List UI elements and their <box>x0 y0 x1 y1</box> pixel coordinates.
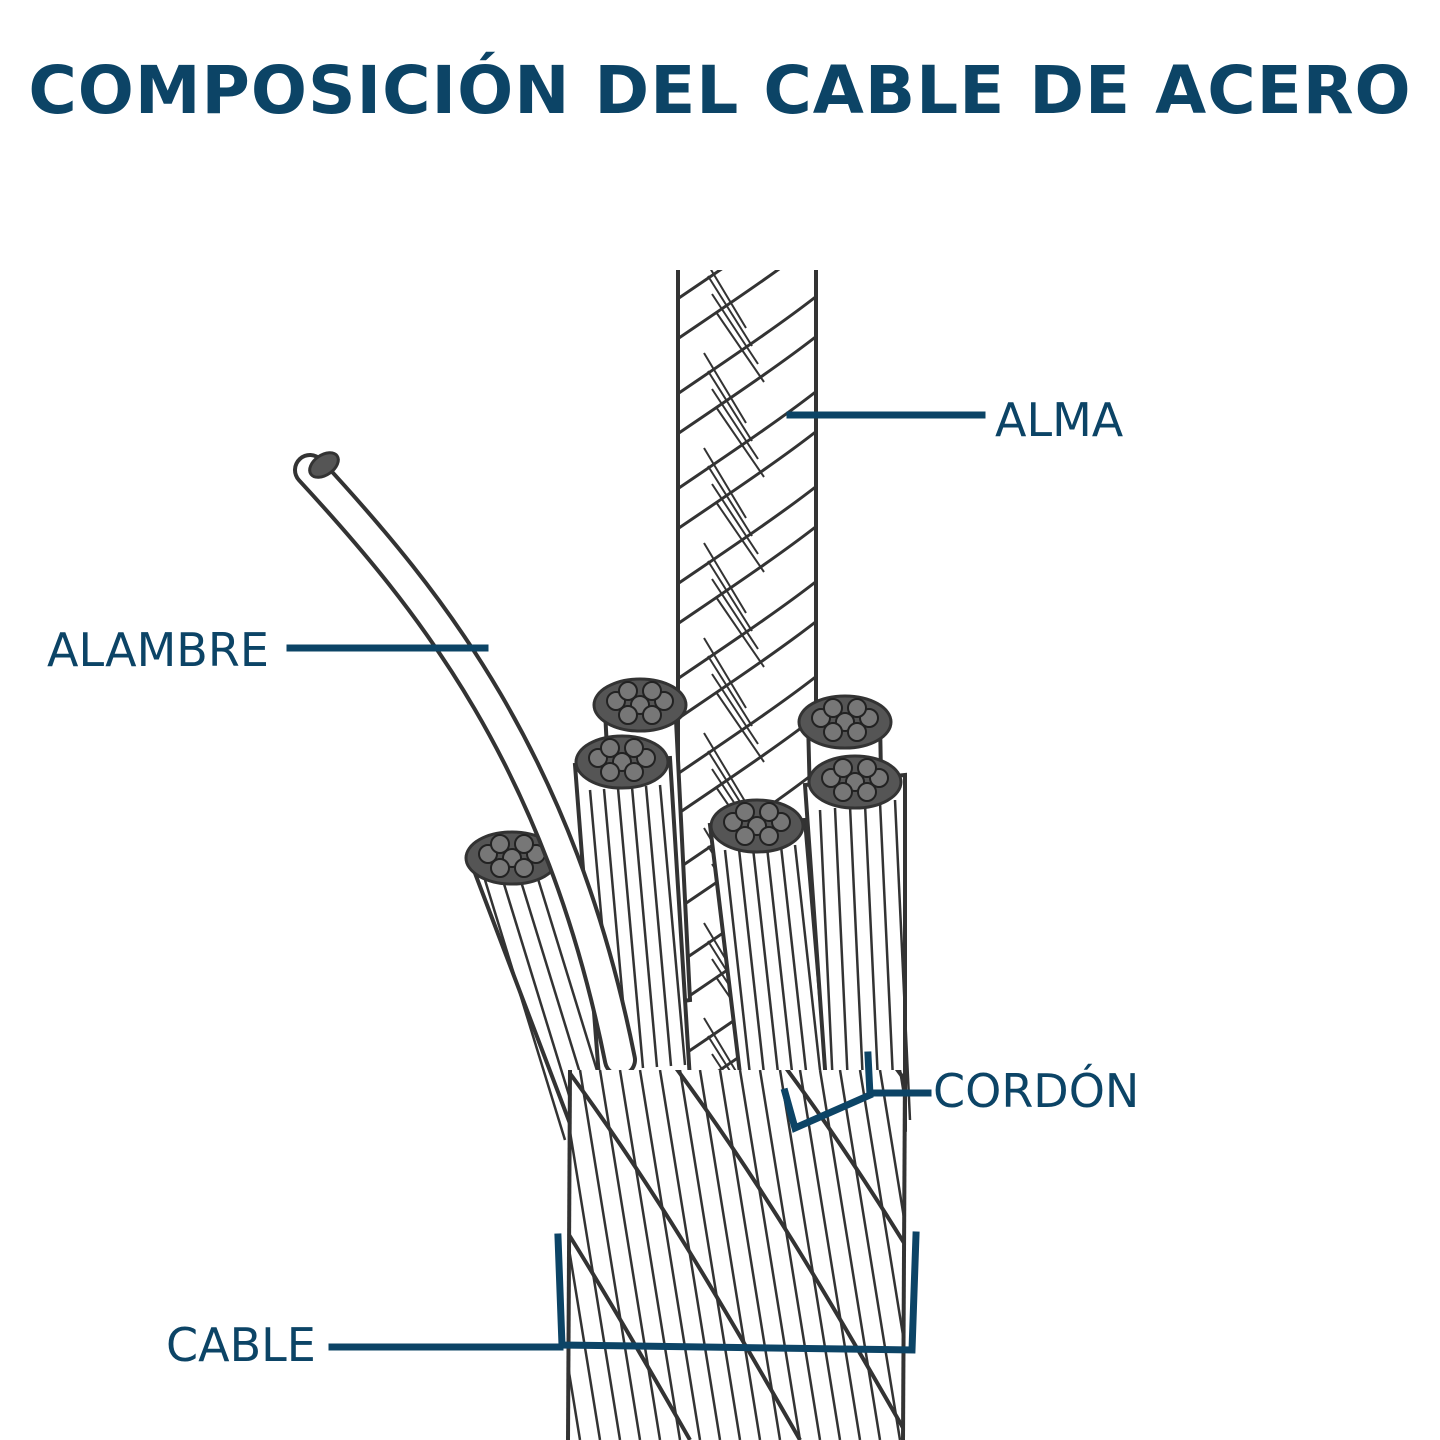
cable-bracket <box>554 1231 920 1354</box>
strand-right <box>802 754 912 1143</box>
label-alambre: ALAMBRE <box>47 623 269 677</box>
leader-lines <box>286 411 986 1354</box>
page-title: COMPOSICIÓN DEL CABLE DE ACERO <box>28 52 1412 129</box>
rope-body <box>568 1070 905 1440</box>
single-wire <box>293 451 637 1077</box>
label-cable: CABLE <box>166 1318 316 1372</box>
label-alma: ALMA <box>995 393 1124 447</box>
label-cordon: CORDÓN <box>933 1064 1140 1118</box>
cordon-bracket <box>780 1051 874 1133</box>
